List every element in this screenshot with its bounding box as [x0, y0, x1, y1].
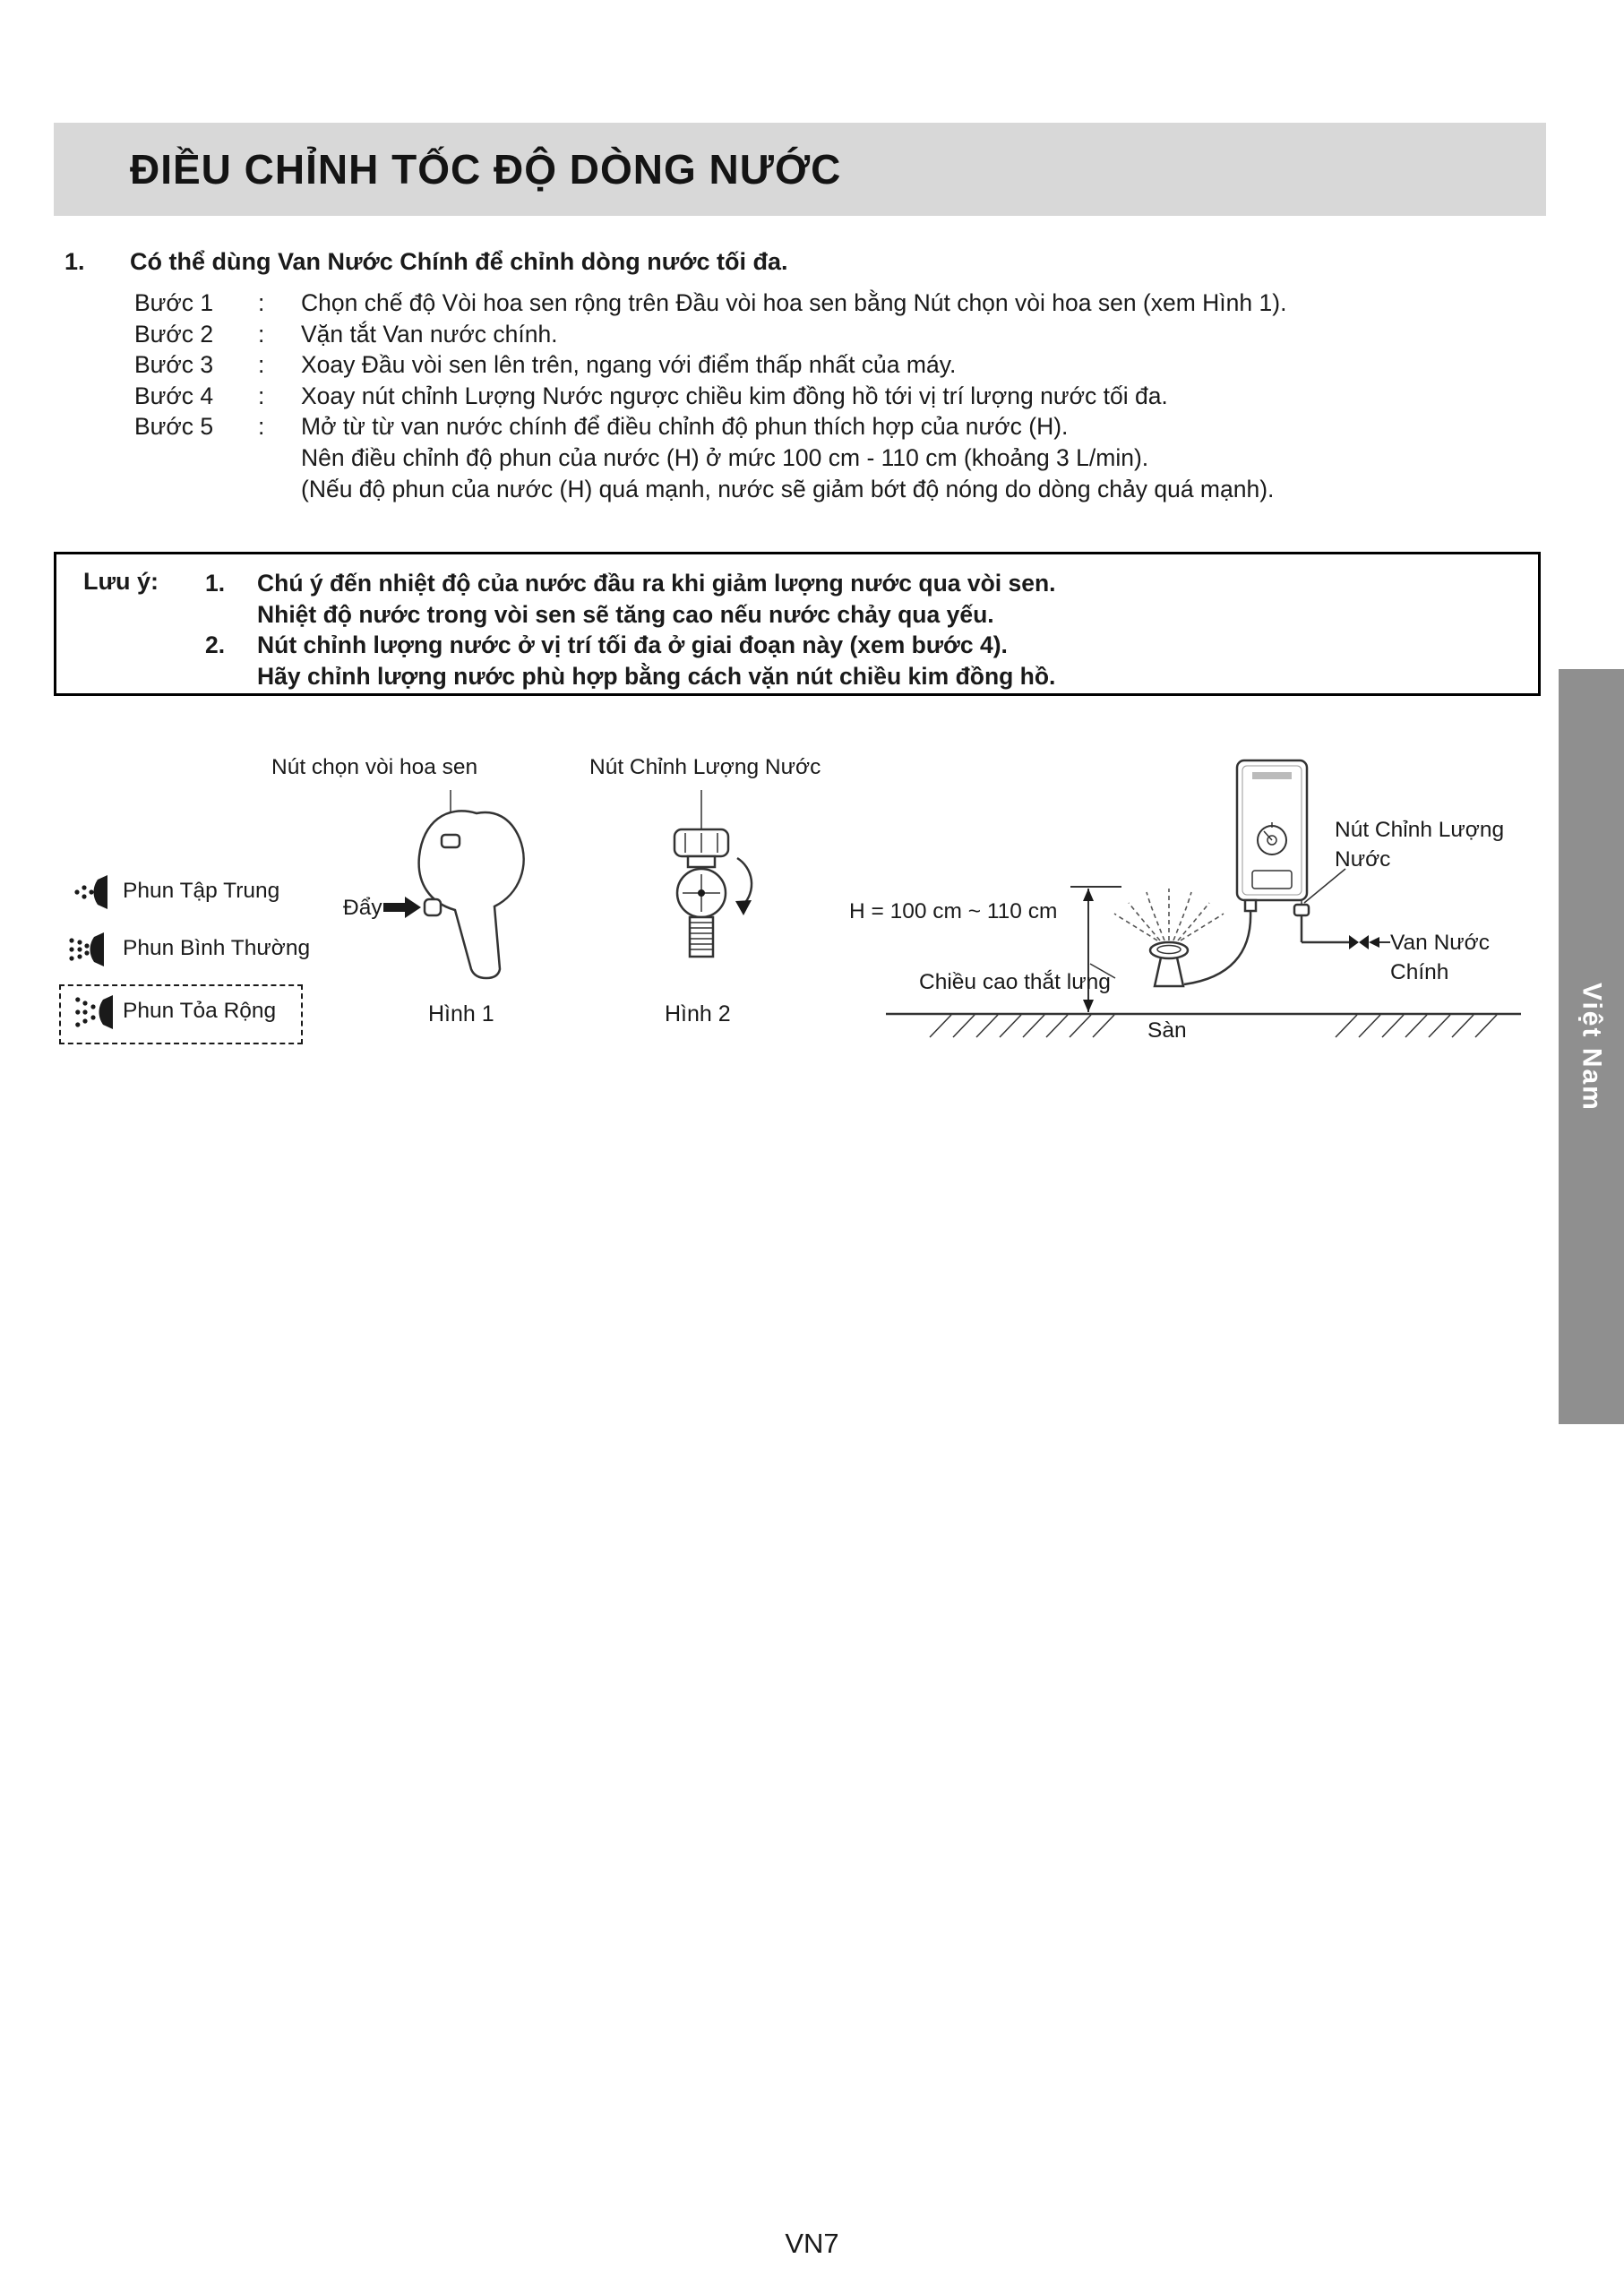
height-dimension-line — [1070, 886, 1121, 1012]
step-text: Chọn chế độ Vòi hoa sen rộng trên Đầu vò… — [301, 289, 1287, 316]
legend-wide-label: Phun Tỏa Rộng — [123, 999, 277, 1023]
shower-select-callout-label: Nút chọn vòi hoa sen — [271, 755, 478, 779]
concentrated-spray-icon — [74, 875, 107, 909]
slide-button — [423, 897, 443, 917]
step-text: Xoay Đầu vòi sen lên trên, ngang với điể… — [301, 351, 957, 379]
push-arrow-icon — [383, 897, 421, 918]
language-side-tab: Việt Nam — [1559, 669, 1624, 1424]
legend-concentrated-label: Phun Tập Trung — [123, 879, 280, 903]
step-row: Bước 1 : Chọn chế độ Vòi hoa sen rộng tr… — [134, 288, 1505, 319]
note-number: 2. — [205, 631, 226, 659]
note-items: 1. Chú ý đến nhiệt độ của nước đầu ra kh… — [205, 568, 1513, 691]
step-row: Bước 2 : Vặn tắt Van nước chính. — [134, 319, 1505, 350]
push-label: Đẩy — [343, 896, 382, 920]
step-row: Bước 3 : Xoay Đầu vòi sen lên trên, ngan… — [134, 349, 1505, 381]
step-row: Bước 4 : Xoay nút chỉnh Lượng Nước ngược… — [134, 381, 1505, 412]
step-continuation-text: (Nếu độ phun của nước (H) quá mạnh, nước… — [301, 475, 1275, 502]
rotate-arrow-icon — [735, 856, 753, 915]
step-label: Bước 1 — [134, 289, 214, 316]
handheld-shower-drawing — [1148, 940, 1190, 988]
step-text: Mở từ từ van nước chính để điều chỉnh độ… — [301, 413, 1069, 441]
floor-line — [886, 1012, 1521, 1038]
waist-height-label: Chiều cao thắt lưng — [919, 970, 1111, 994]
step-text: Vặn tắt Van nước chính. — [301, 320, 558, 348]
legend-normal-label: Phun Bình Thường — [123, 936, 311, 960]
fig1-caption: Hình 1 — [428, 1001, 494, 1026]
steps-list: Bước 1 : Chọn chế độ Vòi hoa sen rộng tr… — [134, 288, 1505, 504]
step-colon: : — [258, 413, 265, 441]
note-row: 2. Nút chỉnh lượng nước ở vị trí tối đa … — [205, 630, 1513, 661]
note-row: Hãy chỉnh lượng nước phù hợp bằng cách v… — [205, 661, 1513, 692]
floor-label: Sàn — [1147, 1018, 1187, 1043]
note-row: 1. Chú ý đến nhiệt độ của nước đầu ra kh… — [205, 568, 1513, 599]
step-continuation-row: Nên điều chỉnh độ phun của nước (H) ở mứ… — [134, 442, 1505, 474]
step-colon: : — [258, 382, 265, 409]
flow-knob-callout-label: Nút Chỉnh Lượng Nước — [589, 755, 821, 779]
fig2-caption: Hình 2 — [665, 1001, 731, 1026]
page-title: ĐIỀU CHỈNH TỐC ĐỘ DÒNG NƯỚC — [130, 146, 842, 193]
wide-spray-icon — [75, 995, 113, 1029]
note-box: Lưu ý: 1. Chú ý đến nhiệt độ của nước đầ… — [54, 552, 1541, 696]
flow-knob-small-drawing — [1293, 868, 1346, 942]
note-number: 1. — [205, 570, 226, 597]
step-continuation-row: (Nếu độ phun của nước (H) quá mạnh, nước… — [134, 474, 1505, 505]
step-row: Bước 5 : Mở từ từ van nước chính để điều… — [134, 411, 1505, 442]
flow-knob-drawing — [673, 790, 753, 958]
step-colon: : — [258, 351, 265, 379]
section-title-bar: ĐIỀU CHỈNH TỐC ĐỘ DÒNG NƯỚC — [54, 123, 1546, 216]
section-number: 1. — [64, 248, 85, 275]
step-label: Bước 4 — [134, 382, 214, 409]
normal-spray-icon — [69, 932, 104, 966]
step-text: Xoay nút chỉnh Lượng Nước ngược chiều ki… — [301, 382, 1168, 409]
step-colon: : — [258, 289, 265, 316]
installation-diagram — [886, 759, 1521, 1038]
note-row: Nhiệt độ nước trong vòi sen sẽ tăng cao … — [205, 599, 1513, 631]
page-number: VN7 — [785, 2228, 839, 2259]
note-box-label: Lưu ý: — [83, 568, 159, 595]
step-label: Bước 5 — [134, 413, 214, 441]
h-dimension-label: H = 100 cm ~ 110 cm — [849, 899, 1058, 923]
step-label: Bước 2 — [134, 320, 214, 348]
main-valve-label: Van Nước Chính — [1390, 931, 1490, 984]
flow-knob-right-label: Nút Chỉnh Lượng Nước — [1335, 818, 1505, 872]
section-heading: 1. Có thể dùng Van Nước Chính để chỉnh d… — [64, 248, 787, 276]
main-valve-drawing — [1302, 935, 1390, 949]
step-continuation-text: Nên điều chỉnh độ phun của nước (H) ở mứ… — [301, 443, 1149, 471]
section-heading-text: Có thể dùng Van Nước Chính để chỉnh dòng… — [130, 248, 788, 275]
water-spray-drawing — [1113, 889, 1224, 941]
note-text: Chú ý đến nhiệt độ của nước đầu ra khi g… — [257, 570, 1056, 597]
spray-selector-button — [440, 833, 461, 849]
step-colon: : — [258, 320, 265, 348]
note-text: Hãy chỉnh lượng nước phù hợp bằng cách v… — [257, 662, 1056, 690]
water-heater-drawing — [1235, 759, 1309, 902]
note-text: Nhiệt độ nước trong vòi sen sẽ tăng cao … — [257, 600, 994, 628]
wide-spray-highlight-box — [59, 984, 303, 1044]
note-text: Nút chỉnh lượng nước ở vị trí tối đa ở g… — [257, 631, 1008, 659]
shower-head-drawing — [383, 790, 525, 980]
step-label: Bước 3 — [134, 351, 214, 379]
language-side-tab-label: Việt Nam — [1577, 982, 1607, 1112]
